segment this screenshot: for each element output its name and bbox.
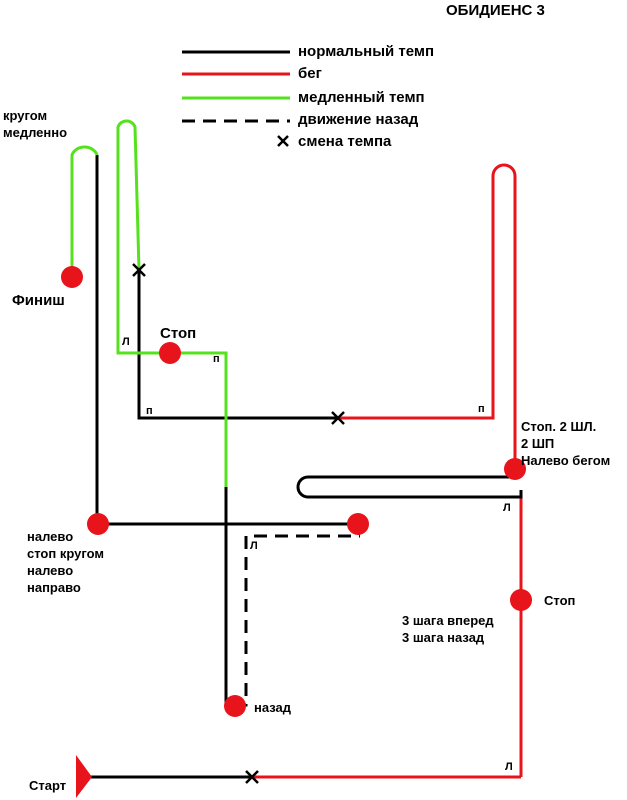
legend-label-change: смена темпа [298,133,392,150]
turn-label-l: Л [505,761,513,773]
legend-label-backward: движение назад [298,111,419,128]
label-nazad: назад [254,700,292,715]
label-steps: 3 шага вперед 3 шага назад [402,613,494,645]
legend-label-normal: нормальный темп [298,43,435,60]
turn-label-l: Л [503,502,511,514]
station-finish [61,266,83,288]
station-nalevo [87,513,109,535]
path-backward [234,534,360,707]
station-stop3 [510,589,532,611]
label-stop3: Стоп [544,593,576,608]
path-red-loop [338,163,517,470]
path-u-turn [296,475,523,499]
path-green-loop [116,119,228,487]
start-marker [76,755,92,798]
label-stop2: Стоп. 2 ШЛ. 2 ШП Налево бегом [521,419,611,468]
label-krugom: кругом медленно [3,108,68,140]
turn-label-p: п [213,353,220,365]
turn-label-p: п [478,403,485,415]
tempo-change-icon [331,411,345,425]
turn-label-l: Л [250,540,258,552]
label-stop1: Стоп [160,325,197,342]
tempo-change-icon [132,263,146,277]
turn-label-p: п [146,405,153,417]
page-title: ОБИДИЕНС 3 [446,2,545,19]
legend-label-run: бег [298,65,322,82]
tempo-change-icon [245,770,259,784]
station-stop2 [504,458,526,480]
station-stop1 [159,342,181,364]
label-nalevo: налево стоп кругом налево направо [27,529,104,595]
path-black-mid [137,270,338,420]
path-green-finish [70,145,99,276]
label-start: Старт [29,778,67,793]
label-finish: Финиш [12,292,65,309]
station-nazad [224,695,246,717]
turn-label-l: Л [122,336,130,348]
station-right-end [347,513,369,535]
legend-label-slow: медленный темп [298,89,425,106]
legend-cross-icon [277,135,289,147]
